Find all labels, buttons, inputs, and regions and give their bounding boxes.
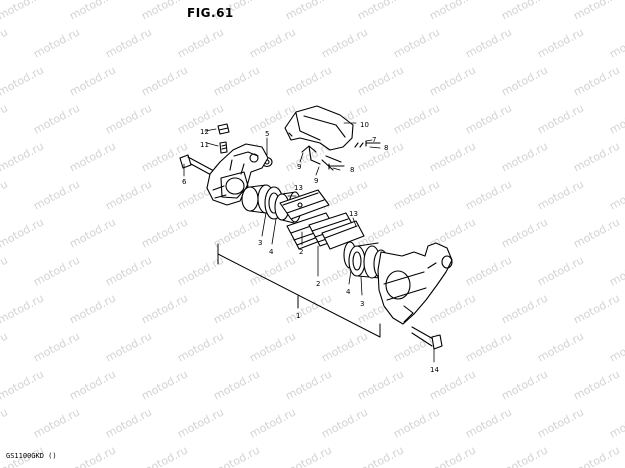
callout-8b: 8 bbox=[350, 166, 354, 174]
callout-2a: 2 bbox=[299, 248, 303, 256]
callout-labels: 12 11 5 6 10 7 8 8 9 9 13 13 3 4 2 2 4 3… bbox=[182, 121, 439, 374]
callout-2b: 2 bbox=[316, 280, 320, 288]
assembly-bracket bbox=[217, 243, 381, 338]
callout-12: 12 bbox=[200, 128, 209, 136]
bleeder-cap bbox=[217, 123, 230, 135]
callout-8a: 8 bbox=[384, 144, 388, 152]
callout-13b: 13 bbox=[349, 210, 358, 218]
callout-3a: 3 bbox=[258, 239, 262, 247]
callout-6: 6 bbox=[182, 178, 187, 186]
caliper-cover-10 bbox=[284, 105, 354, 151]
mounting-bolt-6 bbox=[179, 154, 215, 177]
callout-13a: 13 bbox=[294, 184, 303, 192]
pad-shim-13a bbox=[279, 189, 330, 220]
callout-9b: 9 bbox=[314, 177, 318, 185]
callout-5: 5 bbox=[265, 130, 269, 138]
pad-spring-pins bbox=[301, 140, 381, 171]
callout-3b: 3 bbox=[360, 300, 364, 308]
figure-title: FIG.61 bbox=[187, 6, 234, 20]
mounting-bolt-14 bbox=[411, 326, 443, 350]
bleeder-screw bbox=[219, 141, 228, 154]
callout-11: 11 bbox=[200, 141, 209, 149]
callout-4b: 4 bbox=[346, 288, 351, 296]
pad-shim-13b bbox=[321, 220, 365, 250]
figure-code: GS1100GKD () bbox=[6, 452, 57, 460]
piston-left bbox=[241, 184, 302, 224]
callout-1: 1 bbox=[296, 312, 300, 320]
caliper-housing-right bbox=[377, 242, 453, 325]
callout-7: 7 bbox=[372, 136, 376, 144]
leader-lines bbox=[183, 122, 435, 363]
caliper-housing-left bbox=[206, 143, 269, 206]
callout-14: 14 bbox=[430, 366, 439, 374]
callout-4a: 4 bbox=[269, 248, 274, 256]
callout-10: 10 bbox=[360, 121, 369, 129]
callout-9a: 9 bbox=[297, 163, 301, 171]
